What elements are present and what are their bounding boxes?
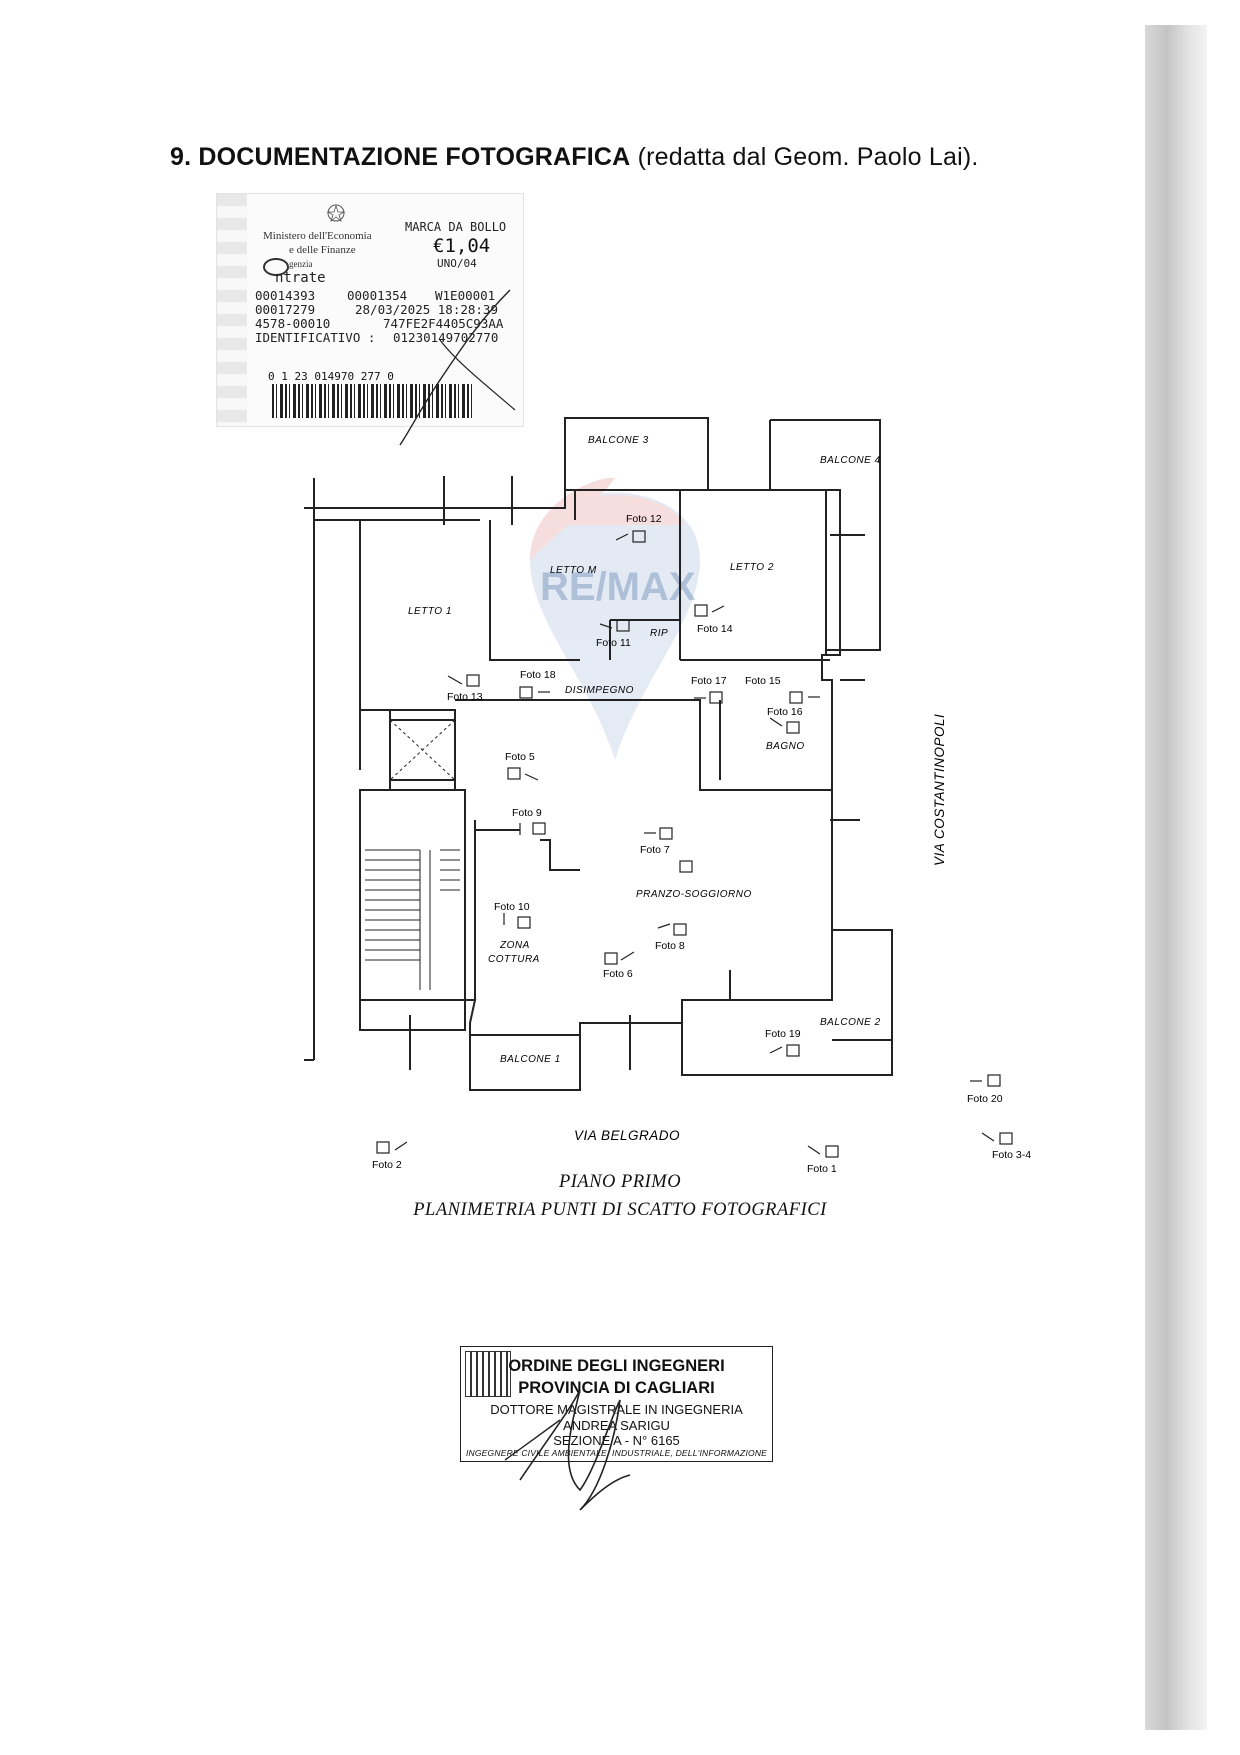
floor-plan: RE/MAX — [304, 417, 1031, 1175]
foto-17-label: Foto 17 — [691, 675, 727, 687]
foto-9-label: Foto 9 — [512, 807, 542, 819]
stamp-cancellation-pen-stroke — [399, 289, 516, 446]
foto-20-label: Foto 20 — [967, 1093, 1003, 1105]
room-letto-1: LETTO 1 — [408, 606, 452, 617]
foto-15-label: Foto 15 — [745, 675, 781, 687]
foto-7-label: Foto 7 — [640, 844, 670, 856]
street-via-costantinopoli: VIA COSTANTINOPOLI — [932, 714, 947, 866]
section-title: DOCUMENTAZIONE FOTOGRAFICA — [198, 143, 631, 171]
foto-13-label: Foto 13 — [447, 691, 483, 703]
room-cottura: COTTURA — [488, 954, 540, 965]
room-balcone-3: BALCONE 3 — [588, 435, 649, 446]
room-bagno: BAGNO — [766, 741, 805, 752]
foto-16-label: Foto 16 — [767, 706, 803, 718]
plan-title-line1: PIANO PRIMO — [558, 1172, 682, 1192]
foto-12-label: Foto 12 — [626, 513, 662, 525]
stairs — [365, 719, 460, 990]
stamp-barcode — [272, 384, 472, 418]
foto-10-label: Foto 10 — [494, 901, 530, 913]
foto-14-label: Foto 14 — [697, 623, 733, 635]
stamp-row3-right: 747FE2F4405C93AA — [383, 316, 504, 331]
engineer-seal: ORDINE DEGLI INGEGNERI PROVINCIA DI CAGL… — [460, 1346, 773, 1462]
room-balcone-2: BALCONE 2 — [820, 1017, 881, 1028]
plan-title-line2: PLANIMETRIA PUNTI DI SCATTO FOTOGRAFICI — [413, 1200, 827, 1220]
stamp-row1-left: 00014393 — [255, 288, 316, 303]
seal-engineer-name: ANDREA SARIGU — [563, 1418, 670, 1433]
watermark-text: RE/MAX — [540, 565, 696, 609]
stamp-value: €1,04 — [433, 235, 491, 257]
room-balcone-1: BALCONE 1 — [500, 1054, 561, 1065]
room-letto-m: LETTO M — [550, 565, 597, 576]
agency-logo-icon — [263, 258, 289, 276]
stamp-row2-datetime: 28/03/2025 18:28:39 — [355, 302, 498, 317]
foto-6-label: Foto 6 — [603, 968, 633, 980]
foto-18-label: Foto 18 — [520, 669, 556, 681]
section-heading: 9. DOCUMENTAZIONE FOTOGRAFICA (redatta d… — [170, 143, 979, 172]
foto-8-label: Foto 8 — [655, 940, 685, 952]
stamp-perforated-strip — [217, 194, 247, 426]
revenue-stamp: Ministero dell'Economia e delle Finanze … — [216, 193, 524, 427]
foto-2-label: Foto 2 — [372, 1159, 402, 1171]
stamp-agency-small: genzia — [289, 259, 313, 269]
scanner-page-edge — [1145, 25, 1207, 1730]
seal-specialization: INGEGNERE CIVILE AMBIENTALE, INDUSTRIALE… — [465, 1448, 768, 1458]
room-rip: RIP — [650, 628, 668, 639]
room-balcone-4: BALCONE 4 — [820, 455, 881, 466]
stamp-row3-left: 4578-00010 — [255, 316, 331, 331]
stamp-marca-label: MARCA DA BOLLO — [405, 220, 507, 234]
foto-5-label: Foto 5 — [505, 751, 535, 763]
stamp-body: Ministero dell'Economia e delle Finanze … — [251, 202, 513, 377]
section-note: (redatta dal Geom. Paolo Lai). — [637, 143, 979, 171]
stamp-identificativo-label: IDENTIFICATIVO : — [255, 330, 376, 345]
stamp-value-sub: UNO/04 — [437, 257, 477, 270]
room-zona: ZONA — [499, 940, 530, 951]
stamp-ministry-line1: Ministero dell'Economia — [263, 230, 372, 242]
stamp-row1-mid: 00001354 — [347, 288, 408, 303]
seal-section-number: SEZIONE A - N° 6165 — [553, 1433, 680, 1448]
section-number: 9. — [170, 143, 192, 171]
seal-province: PROVINCIA DI CAGLIARI — [518, 1379, 715, 1397]
republic-emblem-icon — [326, 204, 346, 223]
room-disimpegno: DISIMPEGNO — [565, 685, 634, 696]
stamp-barcode-number: 0 1 23 014970 277 0 — [268, 370, 394, 383]
stamp-row2-left: 00017279 — [255, 302, 316, 317]
room-letto-2: LETTO 2 — [730, 562, 774, 573]
order-logo-icon — [465, 1351, 511, 1397]
remax-watermark-icon — [530, 477, 700, 760]
stamp-agency: ntrate — [275, 270, 326, 286]
foto-11-label: Foto 11 — [596, 637, 631, 649]
foto-3-4-label: Foto 3-4 — [992, 1149, 1031, 1161]
stamp-ministry-line2: e delle Finanze — [289, 244, 356, 256]
room-pranzo-soggiorno: PRANZO-SOGGIORNO — [636, 889, 752, 900]
seal-degree: DOTTORE MAGISTRALE IN INGEGNERIA — [490, 1402, 743, 1417]
street-via-belgrado: VIA BELGRADO — [574, 1128, 680, 1143]
foto-19-label: Foto 19 — [765, 1028, 801, 1040]
seal-order-name: ORDINE DEGLI INGEGNERI — [508, 1357, 725, 1375]
stamp-row1-right: W1E00001 — [435, 288, 496, 303]
